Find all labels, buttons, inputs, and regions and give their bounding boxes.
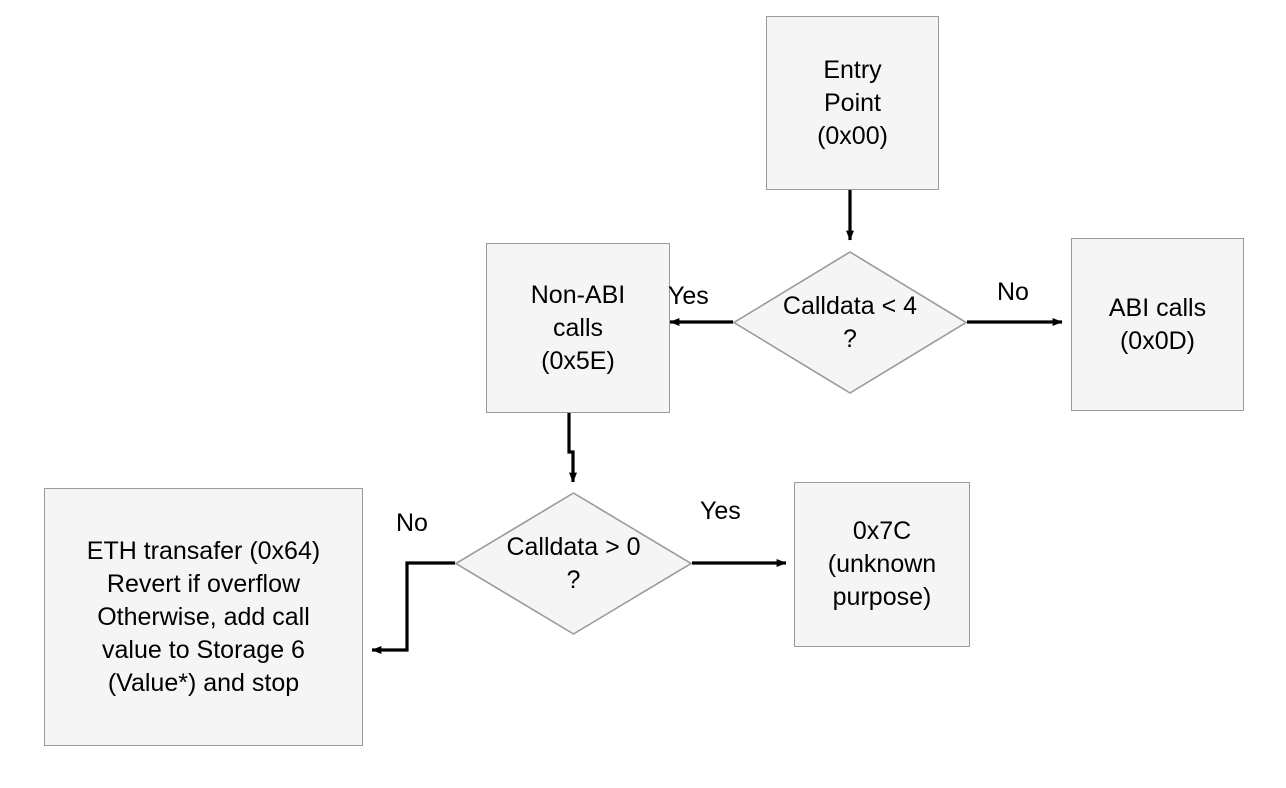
edge-label-calldata-lt4-no: No [997, 278, 1029, 306]
node-calldata-lt-4-label: Calldata < 4 ? [782, 291, 918, 353]
node-non-abi-calls[interactable]: Non-ABI calls (0x5E) [486, 243, 670, 413]
node-unknown-purpose-label: 0x7C (unknown purpose) [827, 517, 937, 611]
node-calldata-gt-0[interactable]: Calldata > 0 ? [455, 492, 692, 635]
edge-label-calldata-gt0-yes: Yes [700, 497, 741, 525]
node-eth-transfer[interactable]: ETH transafer (0x64) Revert if overflow … [44, 488, 363, 746]
diamond-shape [455, 492, 692, 635]
node-entry-point[interactable]: Entry Point (0x00) [766, 16, 939, 190]
edge-label-calldata-lt4-yes: Yes [668, 282, 709, 310]
edge-calldata-gt0-no-to-eth-transfer [371, 561, 455, 654]
edge-non-abi-to-calldata-gt0 [567, 413, 577, 483]
node-non-abi-calls-label: Non-ABI calls (0x5E) [530, 280, 626, 375]
node-unknown-purpose[interactable]: 0x7C (unknown purpose) [794, 482, 970, 647]
node-abi-calls-label: ABI calls (0x0D) [1108, 293, 1207, 355]
node-calldata-gt-0-label: Calldata > 0 ? [506, 532, 641, 594]
diamond-shape [733, 251, 967, 394]
node-eth-transfer-label: ETH transafer (0x64) Revert if overflow … [86, 536, 321, 697]
node-abi-calls[interactable]: ABI calls (0x0D) [1071, 238, 1244, 411]
node-calldata-lt-4[interactable]: Calldata < 4 ? [733, 251, 967, 394]
edge-label-calldata-gt0-no: No [396, 509, 428, 537]
node-entry-point-label: Entry Point (0x00) [817, 55, 888, 150]
